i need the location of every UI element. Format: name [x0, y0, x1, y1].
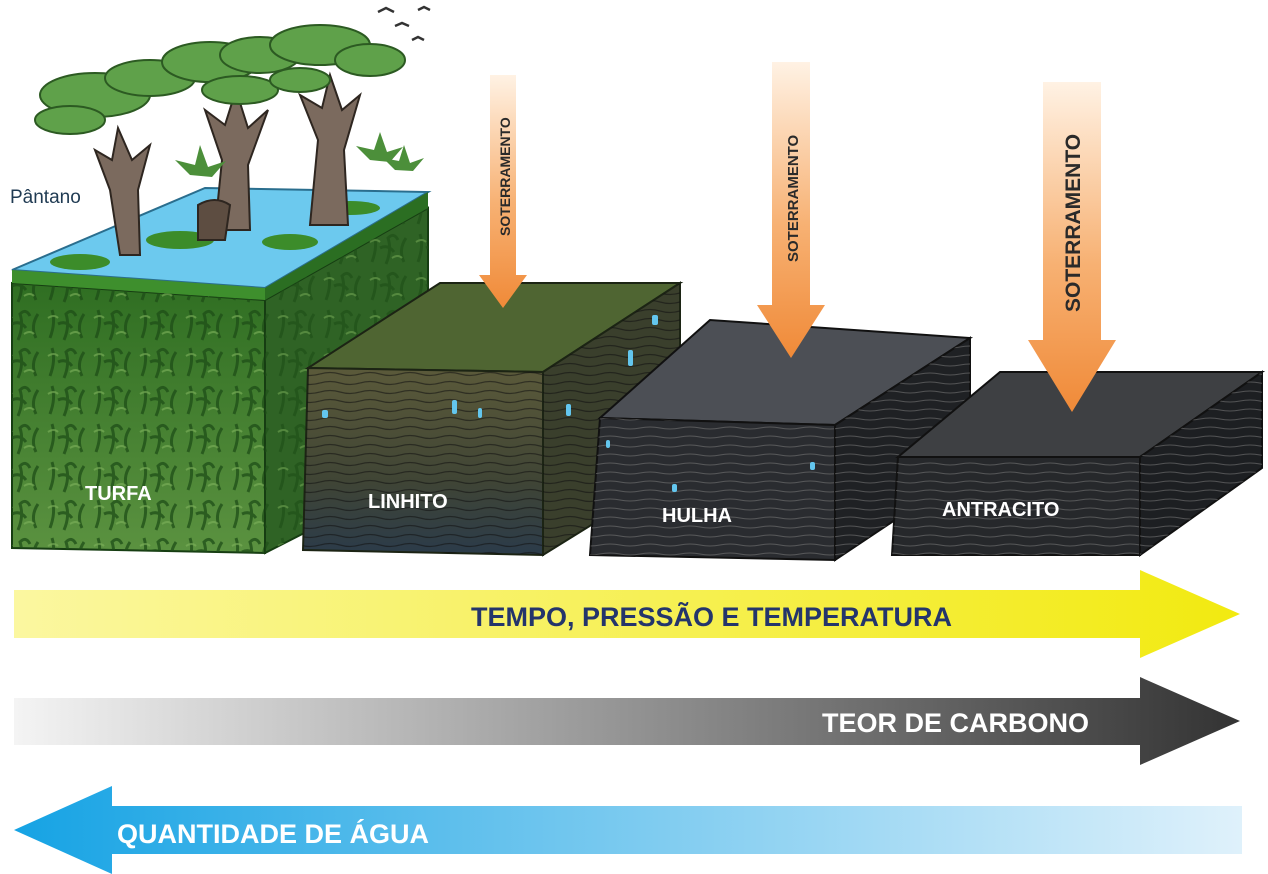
- birds: [377, 5, 431, 42]
- stage-label-turfa: TURFA: [85, 483, 152, 505]
- stage-label-hulha: HULHA: [662, 505, 732, 527]
- stage-label-antracito: ANTRACITO: [942, 499, 1059, 521]
- lignite-block: [301, 281, 684, 557]
- time-pressure-temperature-label: TEMPO, PRESSÃO E TEMPERATURA: [471, 601, 952, 632]
- swamp-trees: [34, 24, 424, 256]
- stage-label-linhito: LINHITO: [368, 491, 448, 513]
- burial-label-1: SOTERRAMENTO: [497, 117, 513, 236]
- anthracite-block: [890, 370, 1266, 557]
- burial-label-3: SOTERRAMENTO: [1062, 134, 1085, 312]
- water-quantity-label: QUANTIDADE DE ÁGUA: [117, 818, 429, 849]
- carbon-content-arrow: TEOR DE CARBONO: [14, 677, 1240, 765]
- time-pressure-temperature-arrow: TEMPO, PRESSÃO E TEMPERATURA: [14, 570, 1240, 658]
- carbon-content-label: TEOR DE CARBONO: [822, 708, 1089, 738]
- burial-arrow-3: [1028, 82, 1116, 412]
- swamp-label: Pântano: [10, 187, 81, 208]
- burial-arrow-2: [757, 62, 825, 358]
- hulha-block: [588, 318, 974, 562]
- burial-arrow-1: [479, 75, 527, 308]
- burial-label-2: SOTERRAMENTO: [785, 134, 802, 262]
- water-quantity-arrow: QUANTIDADE DE ÁGUA: [14, 786, 1242, 874]
